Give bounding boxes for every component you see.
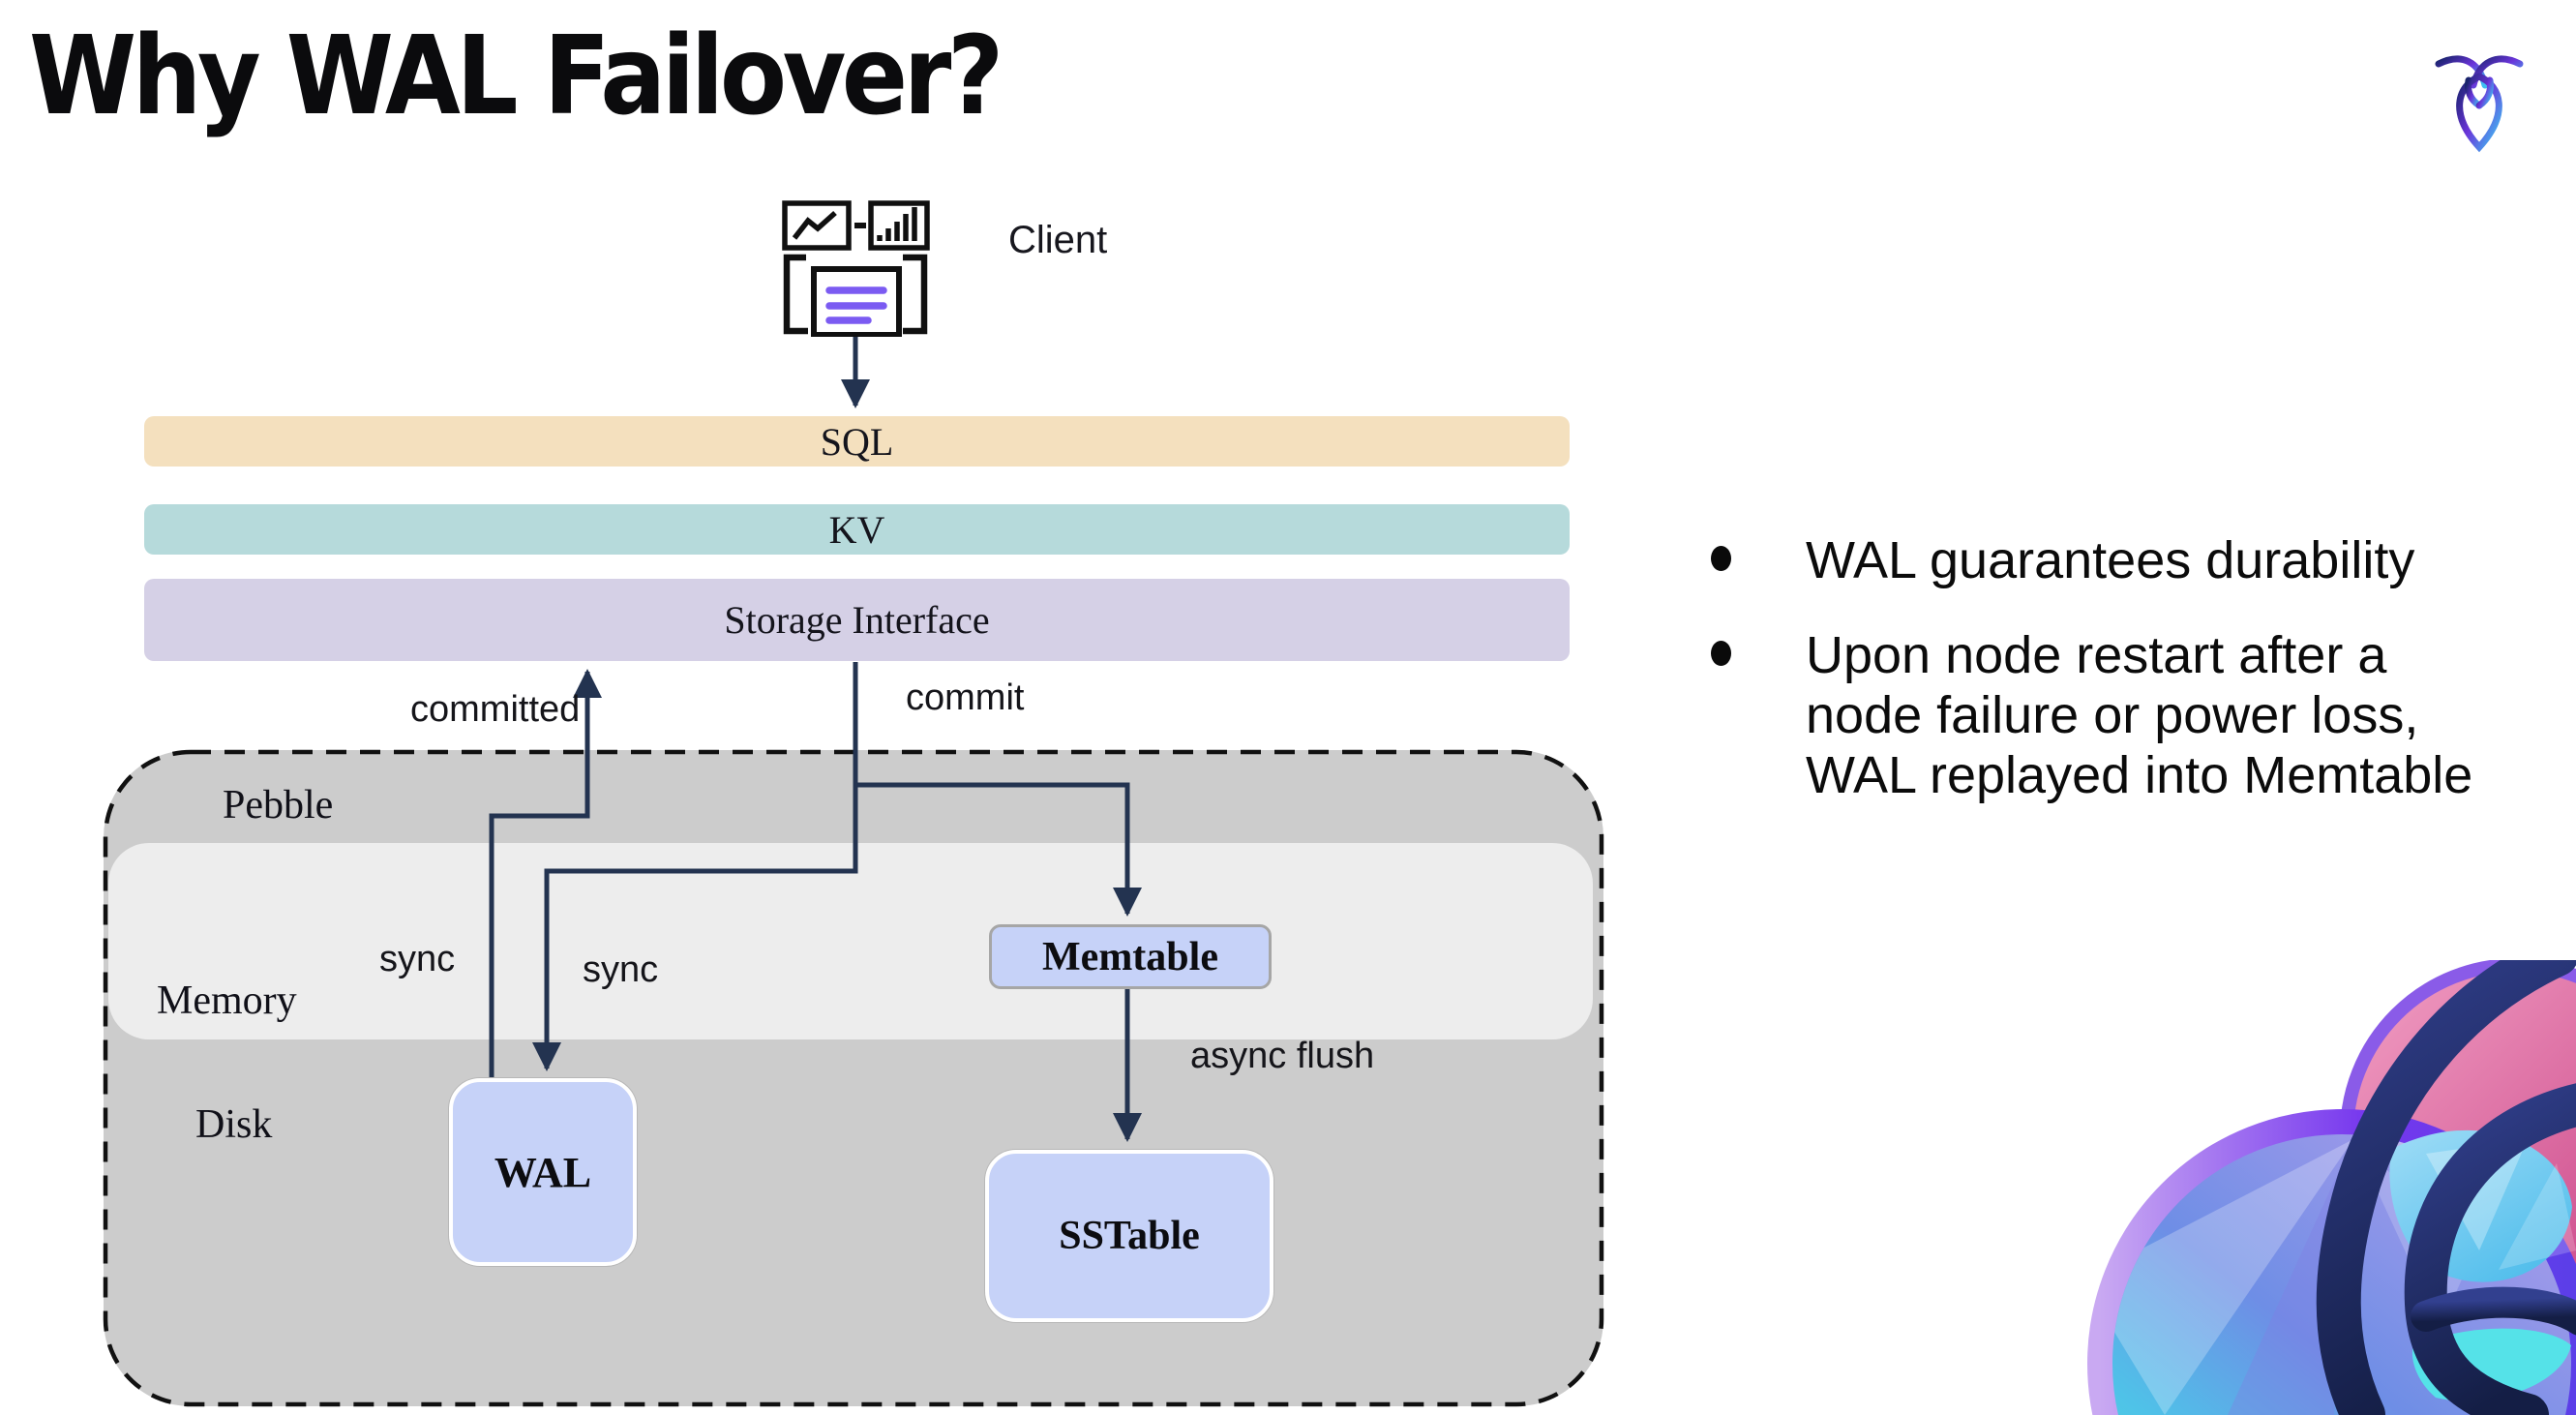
disk-label: Disk: [195, 1102, 273, 1147]
bullet-text: WAL guarantees durability: [1806, 531, 2415, 589]
memtable-node: Memtable: [989, 924, 1272, 989]
bullet-dot: [1711, 546, 1731, 571]
client-label: Client: [1008, 219, 1108, 261]
client-icon: [782, 200, 930, 337]
edge-label-commit: commit: [906, 677, 1025, 718]
pebble-label: Pebble: [223, 783, 334, 828]
sstable-node: SSTable: [985, 1150, 1273, 1322]
layer-label-sql: SQL: [820, 419, 894, 464]
edge-label-committed: committed: [410, 689, 581, 730]
bullet-text: Upon node restart after a node failure o…: [1806, 626, 2473, 804]
brand-artwork: [1937, 960, 2576, 1415]
cockroachdb-logo-icon: [2435, 55, 2524, 153]
sstable-node-label: SSTable: [1059, 1214, 1200, 1258]
list-item: Upon node restart after a node failure o…: [1688, 625, 2481, 805]
wal-node-label: WAL: [494, 1148, 592, 1196]
cockroach-artwork-icon: [2087, 960, 2576, 1415]
edge-label-async-flush: async flush: [1190, 1036, 1375, 1076]
memory-zone: [108, 843, 1593, 1039]
bullet-list: WAL guarantees durability Upon node rest…: [1688, 530, 2481, 840]
layer-label-storage-interface: Storage Interface: [724, 598, 990, 642]
wal-node: WAL: [449, 1078, 637, 1266]
edge-label-sync-wal: sync: [379, 939, 456, 979]
page-title: Why WAL Failover?: [29, 14, 1003, 139]
edge-label-sync-commit: sync: [583, 949, 659, 990]
layer-bar-storage-interface: Storage Interface: [144, 579, 1570, 661]
layer-bar-kv: KV: [144, 504, 1570, 555]
memory-label: Memory: [157, 978, 297, 1023]
bullet-dot: [1711, 641, 1731, 666]
list-item: WAL guarantees durability: [1688, 530, 2481, 590]
layer-bar-sql: SQL: [144, 416, 1570, 467]
memtable-node-label: Memtable: [1042, 934, 1218, 979]
layer-label-kv: KV: [828, 507, 885, 552]
